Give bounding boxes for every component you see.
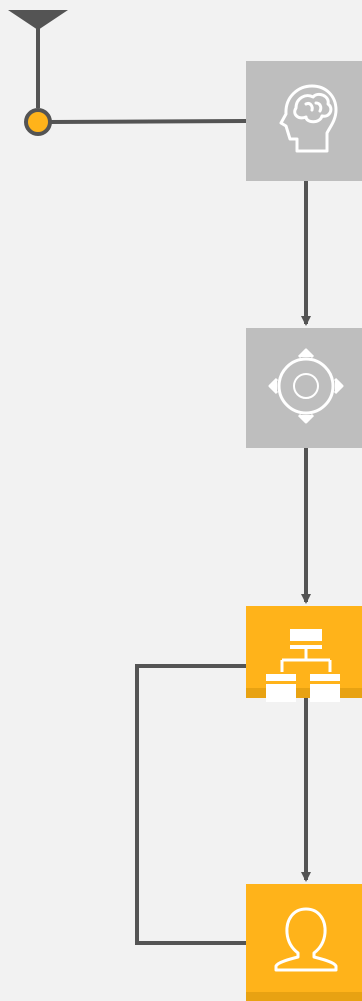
user-silhouette-icon (274, 907, 338, 972)
edge-user-loop-to-hierarchy (135, 664, 246, 945)
org-hierarchy-icon (266, 629, 340, 702)
node-brain[interactable] (246, 61, 362, 181)
start-triangle-icon (8, 10, 68, 30)
node-user[interactable] (246, 884, 362, 1001)
head-brain-icon (279, 84, 338, 153)
node-target[interactable] (246, 328, 362, 448)
start-dot (24, 108, 52, 136)
crosshair-target-icon (268, 348, 344, 424)
node-hierarchy[interactable] (246, 606, 362, 702)
edge-start-to-brain (49, 119, 247, 124)
start-marker (8, 10, 68, 136)
